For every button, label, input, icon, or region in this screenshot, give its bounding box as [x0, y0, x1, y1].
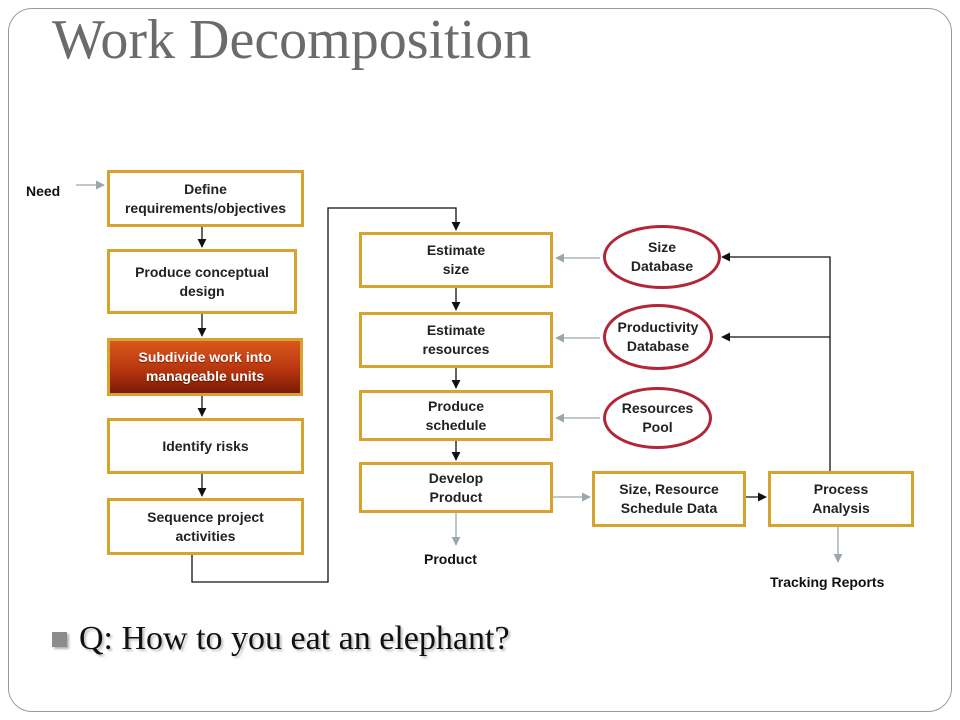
slide-frame	[8, 8, 952, 712]
page-title: Work Decomposition	[52, 9, 532, 71]
question-bullet-line: Q: How to you eat an elephant?	[52, 620, 510, 658]
product-label: Product	[424, 551, 477, 567]
need-label: Need	[26, 183, 61, 199]
feedback-size	[721, 252, 831, 472]
question-text: Q: How to you eat an elephant?	[79, 620, 510, 657]
tracking-reports-label: Tracking Reports	[770, 574, 885, 590]
loop-connector	[191, 207, 461, 583]
identify-risks-label: Identify risks	[162, 437, 249, 454]
identify-risks-box: Identify risks	[107, 418, 304, 474]
bullet-square-icon	[52, 631, 67, 647]
